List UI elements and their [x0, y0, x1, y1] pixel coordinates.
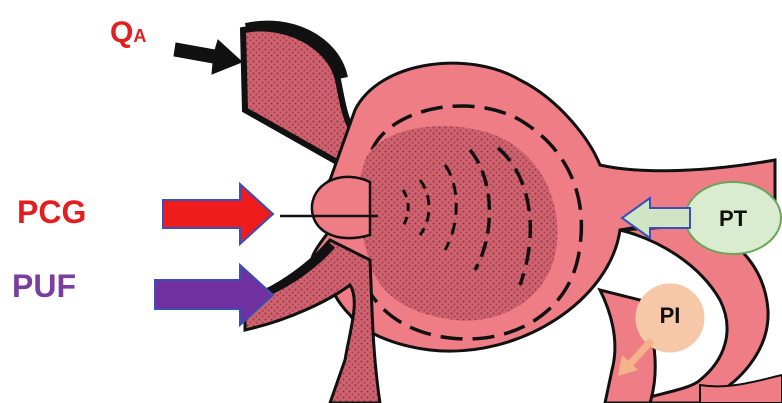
pi-label: PI: [640, 303, 700, 329]
qa-subscript: A: [133, 26, 146, 46]
black-arrow-icon: [174, 40, 242, 74]
vascular-pole: [312, 177, 370, 238]
puf-label: PUF: [12, 268, 76, 305]
qa-main-text: Q: [110, 16, 133, 49]
pt-label: PT: [688, 206, 778, 232]
qa-label: QA: [110, 16, 146, 50]
red-arrow-icon: [163, 184, 273, 244]
pcg-label: PCG: [17, 194, 86, 231]
